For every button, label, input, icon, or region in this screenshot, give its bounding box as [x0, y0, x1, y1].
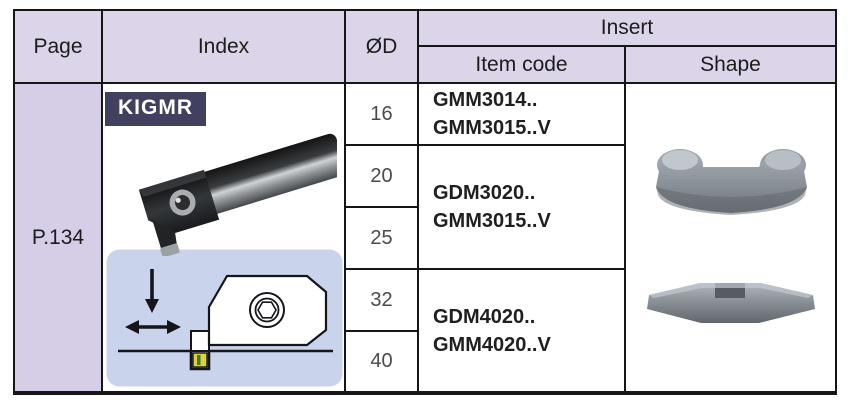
diameter-value: 25: [344, 206, 419, 270]
table-row: P.134 KIGMR: [13, 82, 837, 394]
tool-series-badge: KIGMR: [105, 92, 206, 126]
header-index: Index: [101, 9, 346, 84]
shape-cell: [624, 82, 837, 394]
header-item-code: Item code: [417, 45, 626, 84]
item-code-line: GDM4020..: [433, 305, 536, 328]
tool-diagram-image: [106, 249, 343, 387]
diameter-value: 32: [344, 268, 419, 332]
item-code-line: GMM4020..V: [433, 333, 551, 356]
item-code-cell: GDM4020.. GMM4020..V: [417, 268, 626, 394]
table-row: 40: [14, 330, 836, 394]
item-code-line: GMM3014..: [433, 89, 538, 111]
header-page: Page: [13, 9, 103, 84]
table-row: 25: [14, 206, 836, 270]
diameter-value: 20: [344, 144, 419, 208]
item-code-line: GDM3020..: [433, 182, 536, 204]
table-header: Page Index ØD Insert Item code Shape: [13, 9, 837, 84]
table-row: 20 GDM3020.. GMM3015..V: [14, 144, 836, 270]
diameter-value: 16: [344, 82, 419, 146]
table-body: P.134 KIGMR: [13, 82, 837, 394]
table-row: 32 GDM4020.. GMM4020..V: [14, 268, 836, 394]
catalog-table: Page Index ØD Insert Item code Shape P.1…: [13, 9, 837, 395]
insert-shape-images: [626, 85, 835, 391]
index-cell: KIGMR: [101, 82, 346, 394]
header-insert: Insert: [417, 9, 837, 47]
item-code-cell: GMM3014.. GMM3015..V: [417, 82, 626, 146]
header-shape: Shape: [624, 45, 837, 84]
item-code-cell: GDM3020.. GMM3015..V: [417, 144, 626, 270]
page-number: P.134: [13, 82, 103, 394]
insert-shape-bottom-image: [646, 282, 815, 323]
item-code-line: GMM3015..V: [433, 117, 551, 139]
diameter-value: 40: [344, 330, 419, 394]
insert-shape-top-image: [655, 148, 807, 215]
header-diameter: ØD: [344, 9, 419, 84]
item-code-line: GMM3015..V: [433, 210, 551, 232]
tool-photo-image: [138, 133, 337, 256]
